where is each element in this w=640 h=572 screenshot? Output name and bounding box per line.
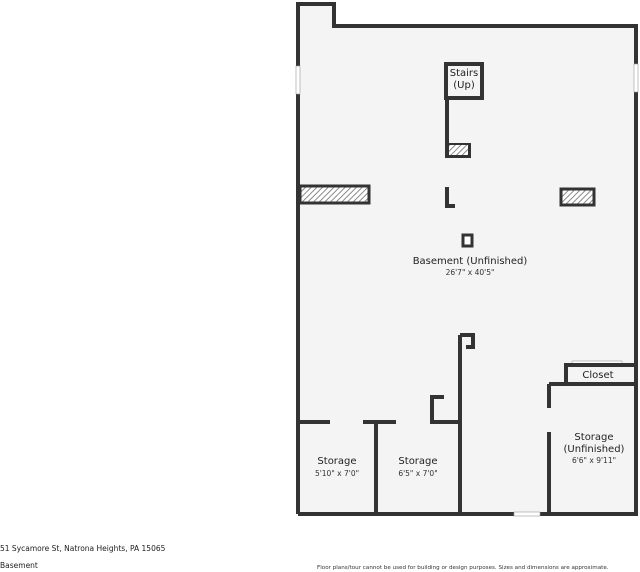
stairs-box-wall [444,62,484,100]
basement-dimensions: 26'7" x 40'5" [445,268,495,277]
property-address: 51 Sycamore St, Natrona Heights, PA 1506… [0,544,166,553]
chimney-hook [460,333,475,349]
storage-unfinished-label-line2: (Unfinished) [563,444,625,455]
storage-unfinished-label-line1: Storage [574,432,614,443]
storage-unfinished-dimensions: 6'6" x 9'11" [571,456,617,465]
storage-middle-label: Storage [398,456,438,467]
closet-wall [564,363,636,384]
storage-left-label: Storage [317,456,357,467]
hatched-block-left [298,184,371,205]
interior-walls [298,62,636,514]
storage-left-dimensions: 5'10" x 7'0" [314,469,360,478]
stairs-label-line2: (Up) [453,80,475,91]
storage-middle-dimensions: 6'5" x 7'0" [398,469,438,478]
window-left [295,65,301,95]
window-right [633,63,639,93]
door-bottom [513,511,541,517]
obstructions [298,145,596,248]
hatched-block-right [559,187,596,207]
stairs-label-line1: Stairs [449,68,479,79]
floor-area [298,4,636,514]
disclaimer-text: Floor plans/tour cannot be used for buil… [317,565,609,571]
support-column [461,233,474,248]
stairs-label: Stairs (Up) [444,68,484,92]
closet-label: Closet [582,370,614,381]
storage-nook [430,395,460,424]
center-post-l [445,187,455,208]
hatched-block-stairs [449,145,468,155]
exterior-walls [296,2,638,516]
basement-label: Basement (Unfinished) [412,256,528,267]
storage-unfinished-label: Storage (Unfinished) [552,432,636,456]
floor-name: Basement [0,561,38,570]
